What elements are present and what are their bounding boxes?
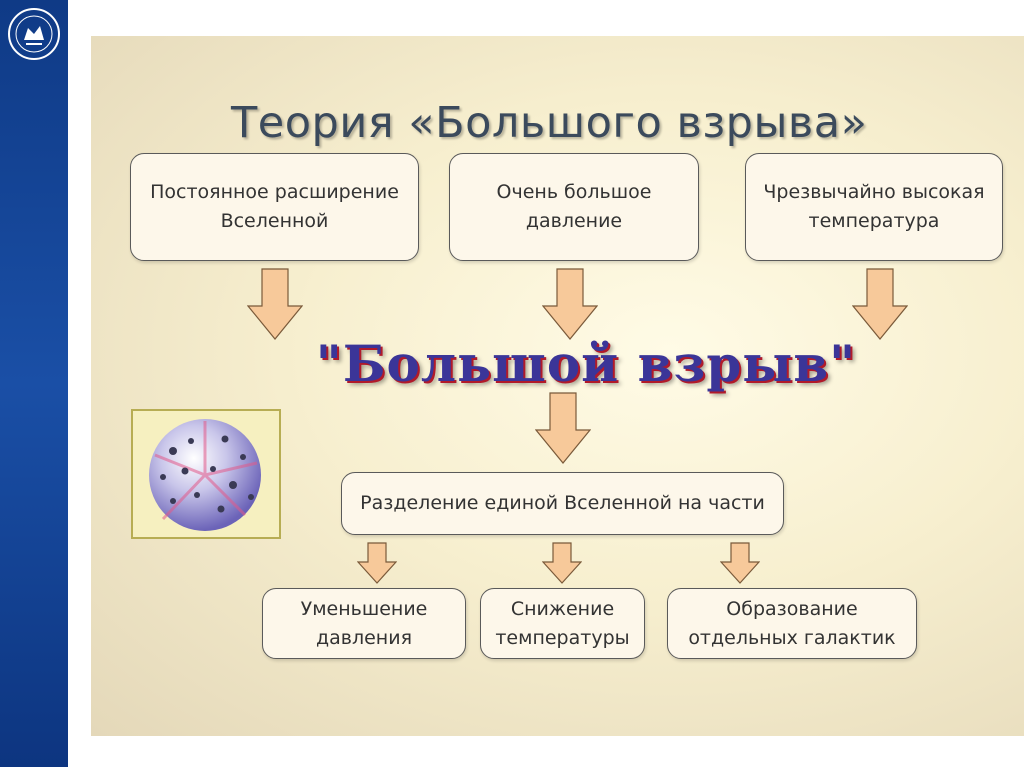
box-universe-division: Разделение единой Вселенной на части [341,472,784,535]
exploding-sphere-illustration [131,409,281,539]
box-line: давления [315,626,412,649]
box-line: Постоянное расширение [150,181,399,203]
slide-title: Теория «Большого взрыва» [231,98,868,148]
box-galaxy-formation: Образование отдельных галактик [667,588,917,659]
left-sidebar [0,0,68,767]
down-arrow-icon [852,268,908,340]
down-arrow-icon [720,542,760,584]
box-line: Вселенной [220,210,329,232]
box-line: температура [808,210,940,232]
down-arrow-icon [542,542,582,584]
box-line: Снижение [510,597,615,620]
box-line: Образование [726,597,858,620]
box-line: давление [525,210,623,232]
big-bang-headline: "Большой взрыв" [315,334,857,393]
box-pressure-decrease: Уменьшение давления [262,588,466,659]
slide-canvas: Теория «Большого взрыва» Постоянное расш… [91,36,1024,736]
down-arrow-icon [357,542,397,584]
box-line: отдельных галактик [688,626,896,649]
box-constant-expansion: Постоянное расширение Вселенной [130,153,419,261]
box-line: Разделение единой Вселенной на части [360,492,765,514]
sphere-icon [149,419,261,531]
university-seal-icon [8,8,60,60]
box-temperature-drop: Снижение температуры [480,588,645,659]
box-line: Уменьшение [300,597,428,620]
box-high-pressure: Очень большое давление [449,153,699,261]
box-line: Очень большое [496,181,652,203]
down-arrow-icon [535,392,591,464]
box-high-temperature: Чрезвычайно высокая температура [745,153,1003,261]
box-line: температуры [495,626,630,649]
down-arrow-icon [247,268,303,340]
down-arrow-icon [542,268,598,340]
box-line: Чрезвычайно высокая [763,181,985,203]
